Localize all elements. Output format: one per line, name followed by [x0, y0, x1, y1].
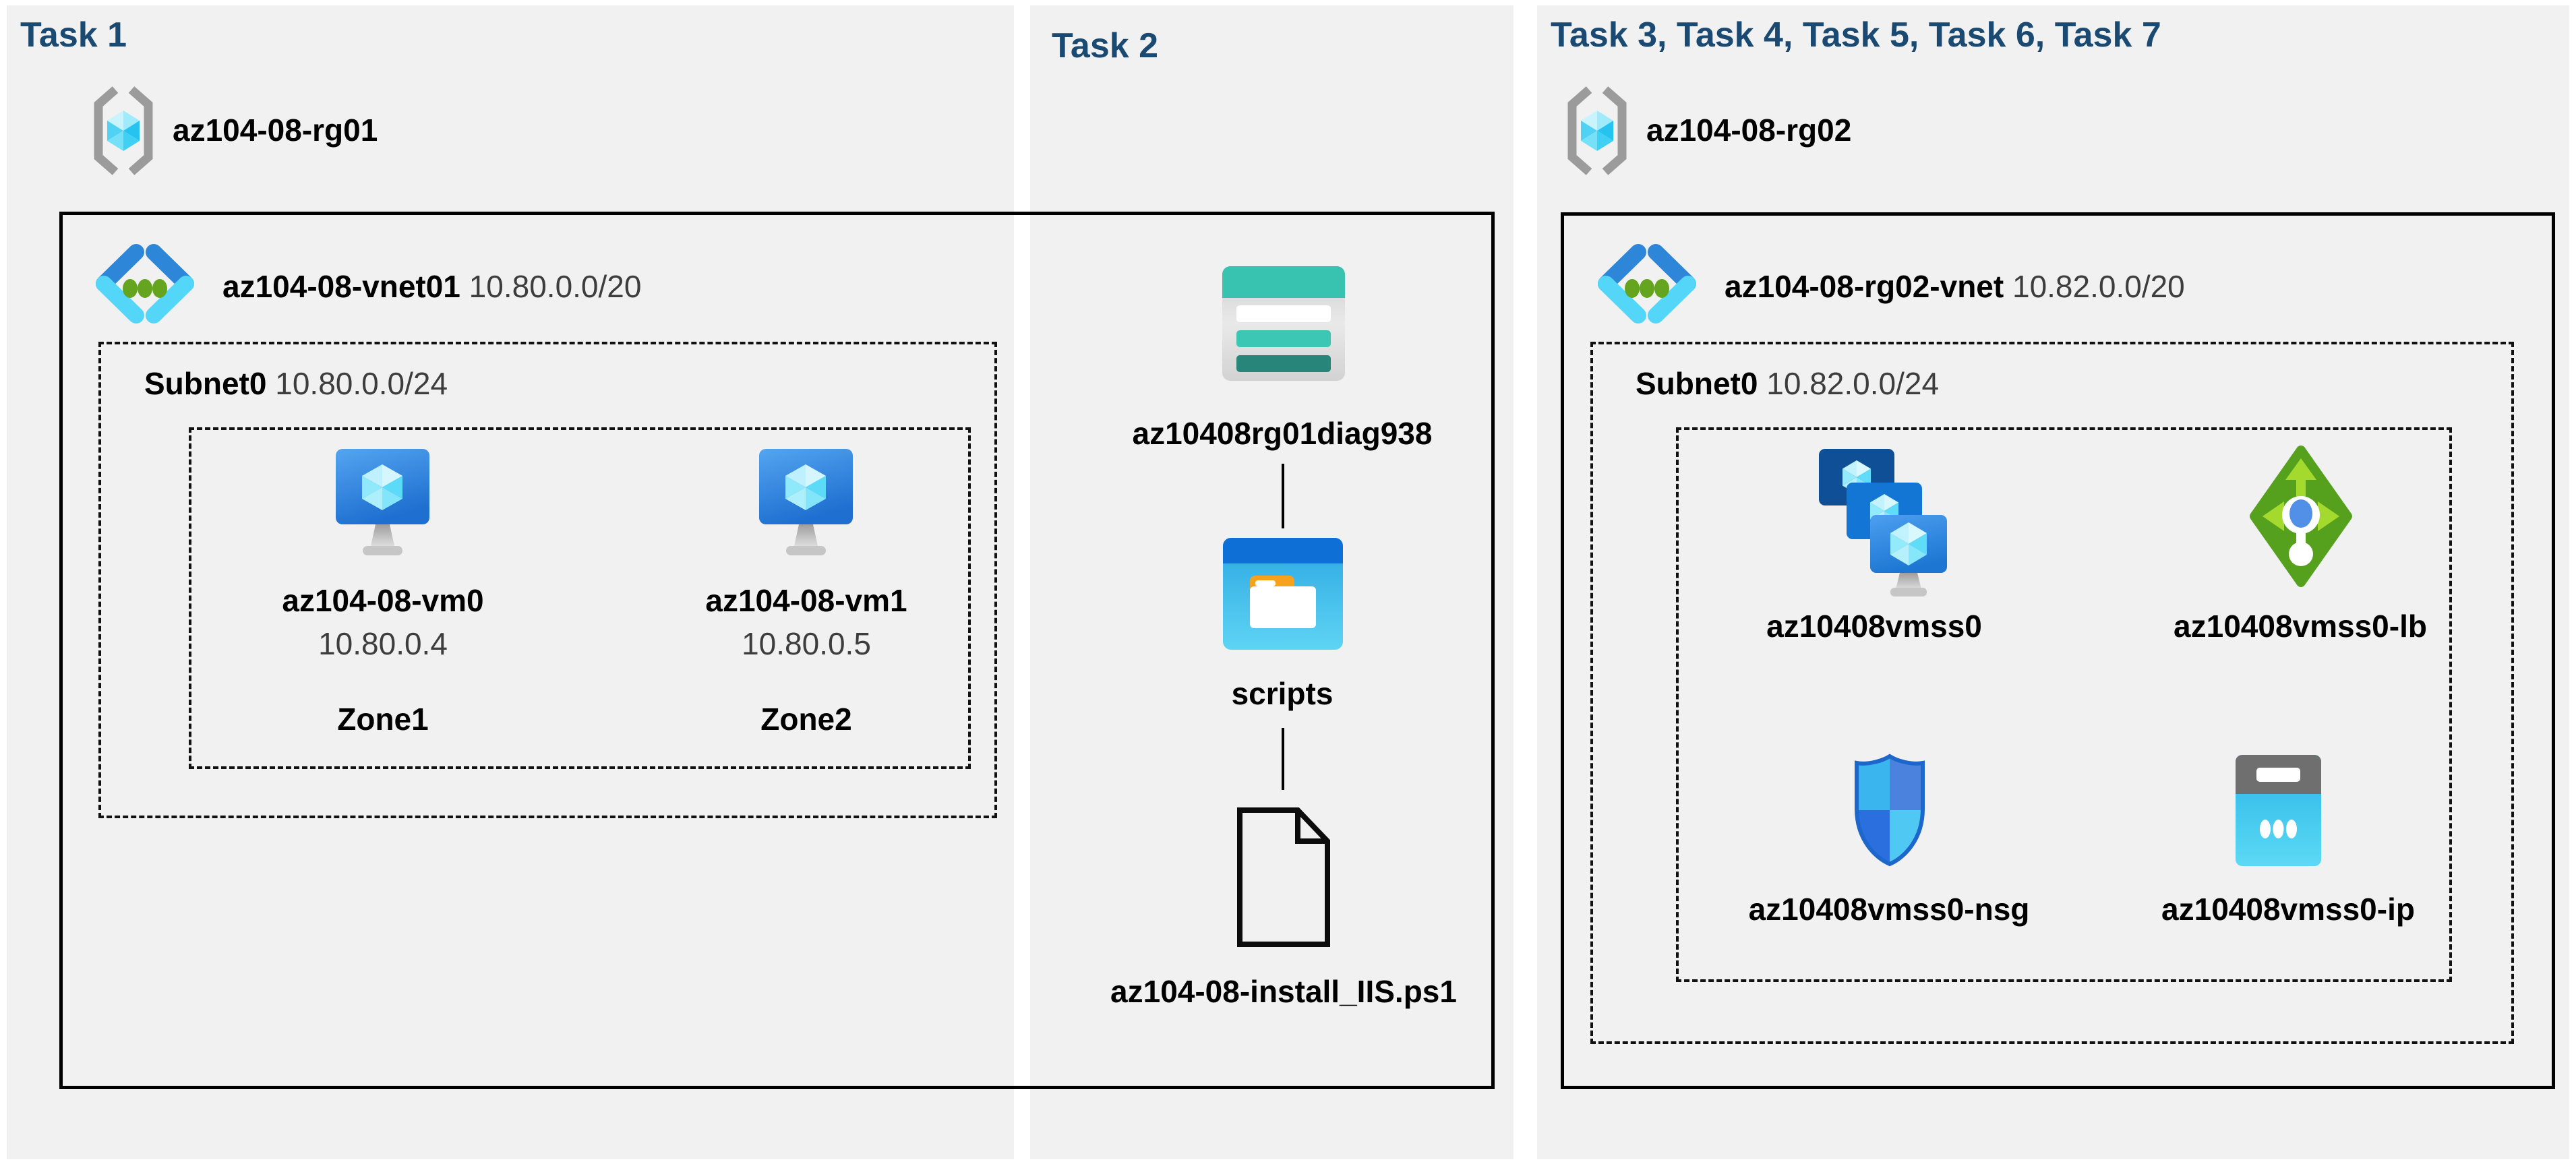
task1-panel: [7, 5, 1014, 1159]
vmss-label: az10408vmss0: [1766, 609, 1982, 644]
storage-account-label: az10408rg01diag938: [1132, 416, 1433, 451]
vnet02-cidr: 10.82.0.0/20: [2012, 269, 2185, 304]
virtual-machine-icon: [336, 449, 429, 555]
vm1-zone: Zone2: [760, 702, 852, 737]
subnet0-rg02-cidr: 10.82.0.0/24: [1766, 366, 1940, 401]
vms-zone-box: [189, 427, 971, 769]
resource-group-icon: [1567, 86, 1627, 175]
vm0-label: az104-08-vm0: [282, 583, 484, 618]
vnet01-cidr: 10.80.0.0/20: [469, 269, 642, 304]
script-file-icon: [1237, 807, 1330, 947]
task3-heading: Task 3, Task 4, Task 5, Task 6, Task 7: [1551, 16, 2161, 55]
subnet0-rg02-label: Subnet0 10.82.0.0/24: [1636, 365, 1939, 402]
subnet0-rg02-box: [1590, 342, 2514, 1044]
subnet0-rg01-box: [98, 342, 997, 818]
vm1-label: az104-08-vm1: [705, 583, 907, 618]
nsg-label: az10408vmss0-nsg: [1748, 892, 2030, 927]
vnet02-name: az104-08-rg02-vnet: [1725, 269, 2004, 304]
connector-storage-to-container: [1282, 464, 1284, 528]
vnet01-label: az104-08-vnet01 10.80.0.0/20: [222, 268, 641, 305]
vnet02-box: [1561, 212, 2555, 1089]
virtual-machine-icon: [759, 449, 853, 555]
vm1-ip: 10.80.0.5: [742, 626, 871, 661]
subnet0-rg01-cidr: 10.80.0.0/24: [275, 366, 448, 401]
container-label: scripts: [1231, 676, 1334, 711]
resource-group-icon: [94, 86, 153, 175]
load-balancer-icon: [2250, 446, 2352, 587]
vm0-ip: 10.80.0.4: [318, 626, 448, 661]
task1-heading: Task 1: [20, 16, 127, 55]
task2-heading: Task 2: [1052, 26, 1159, 65]
vnet01-box: [59, 212, 1495, 1089]
task3-panel: [1537, 5, 2569, 1159]
subnet0-rg01-name: Subnet0: [144, 366, 267, 401]
nsg-shield-icon: [1855, 754, 1925, 867]
vmss-resources-box: [1676, 427, 2452, 982]
rg01-label: az104-08-rg01: [173, 113, 378, 148]
storage-account-icon: [1222, 266, 1345, 381]
vnet01-name: az104-08-vnet01: [222, 269, 460, 304]
subnet0-rg01-label: Subnet0 10.80.0.0/24: [144, 365, 448, 402]
public-ip-icon: [2236, 755, 2321, 866]
rg02-label: az104-08-rg02: [1646, 113, 1852, 148]
ip-label: az10408vmss0-ip: [2161, 892, 2415, 927]
vm-scale-set-icon: [1819, 449, 1947, 596]
lb-label: az10408vmss0-lb: [2174, 609, 2427, 644]
vnet02-label: az104-08-rg02-vnet 10.82.0.0/20: [1725, 268, 2185, 305]
script-file-label: az104-08-install_IIS.ps1: [1110, 974, 1457, 1009]
subnet0-rg02-name: Subnet0: [1636, 366, 1758, 401]
vm0-zone: Zone1: [337, 702, 429, 737]
virtual-network-icon: [96, 244, 194, 324]
blob-container-icon: [1223, 538, 1343, 650]
virtual-network-icon: [1598, 244, 1696, 324]
connector-container-to-file: [1282, 728, 1284, 790]
